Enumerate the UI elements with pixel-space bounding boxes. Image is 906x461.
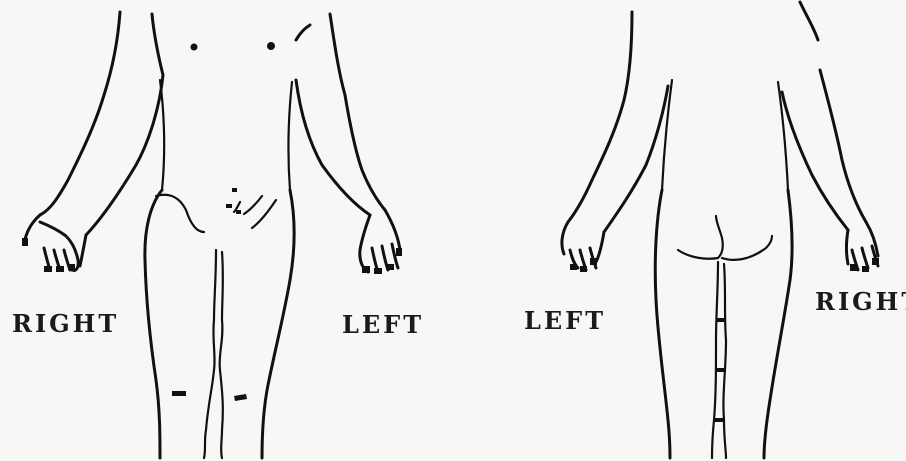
- back-left-hand: [562, 222, 604, 270]
- front-left-knee-mark: [234, 394, 247, 401]
- front-body-figure: [22, 12, 402, 458]
- front-inner-leg-line: [204, 250, 216, 458]
- front-pubic-marks: [226, 188, 241, 214]
- front-right-fingertips: [22, 238, 75, 272]
- front-left-nipple: [267, 42, 275, 50]
- front-right-arm-inner: [86, 14, 163, 235]
- front-inner-leg-line-2: [220, 252, 223, 458]
- front-left-arm-outer: [330, 14, 385, 210]
- back-body-figure: [562, 2, 879, 458]
- back-inner-leg-line-2: [723, 264, 726, 458]
- front-right-arm-outer: [40, 12, 120, 215]
- back-right-leg-outer: [764, 190, 792, 458]
- back-left-label: LEFT: [524, 309, 606, 333]
- back-left-arm-outer: [568, 12, 632, 222]
- front-right-nipple: [191, 44, 198, 51]
- front-right-hip-crease: [156, 195, 204, 232]
- back-right-arm-outer: [800, 2, 866, 222]
- back-right-label: RIGHT: [815, 290, 906, 314]
- front-left-leg-outer: [262, 190, 294, 458]
- back-right-arm-inner: [782, 92, 848, 230]
- back-inner-leg-line: [712, 262, 718, 458]
- back-left-leg-outer: [655, 190, 670, 458]
- front-left-torso-line: [289, 82, 292, 190]
- back-buttocks-line: [678, 216, 772, 260]
- front-left-arm-inner: [296, 25, 370, 215]
- front-left-hand: [360, 210, 400, 272]
- front-left-label: LEFT: [342, 313, 424, 337]
- front-right-leg-outer: [145, 190, 162, 458]
- front-right-label: RIGHT: [12, 312, 119, 336]
- front-right-hand: [24, 215, 86, 270]
- front-right-knee-mark: [172, 391, 186, 396]
